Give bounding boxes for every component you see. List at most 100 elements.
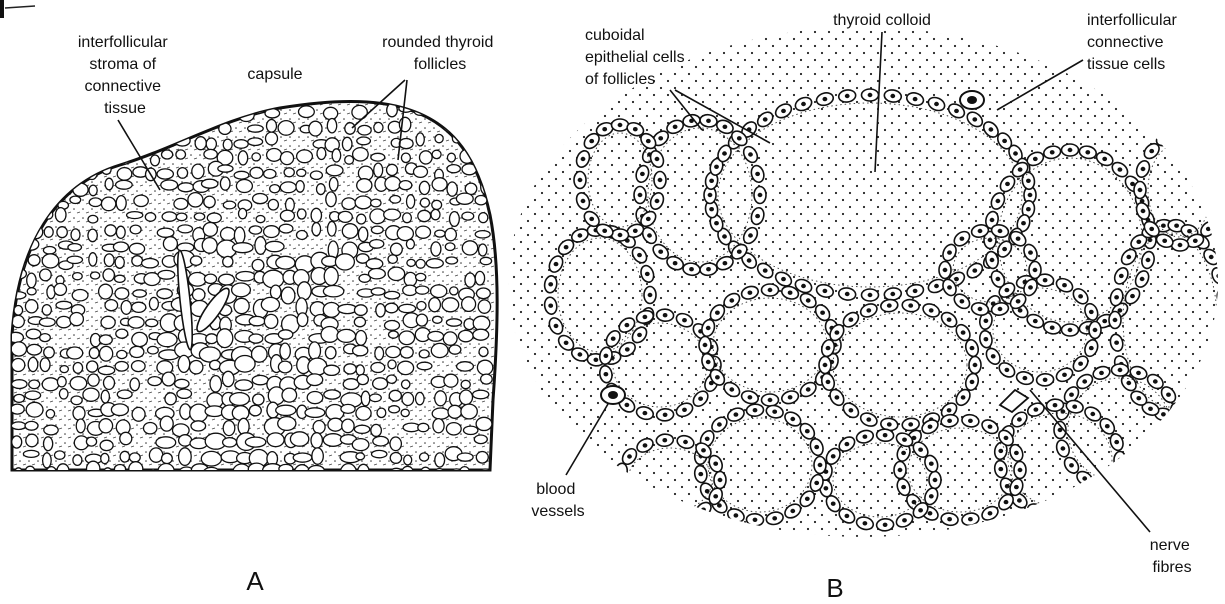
follicle <box>40 152 57 166</box>
cell-nucleus <box>1175 409 1180 413</box>
follicle <box>151 135 162 143</box>
follicle <box>371 199 381 207</box>
follicle <box>435 230 445 237</box>
cell-nucleus <box>845 442 850 446</box>
follicle <box>210 376 221 392</box>
cell-nucleus <box>1118 368 1123 372</box>
cell-nucleus <box>1209 255 1214 259</box>
cell-nucleus <box>961 395 966 399</box>
cell-nucleus <box>581 157 586 161</box>
follicle <box>267 433 284 447</box>
follicle <box>373 378 388 390</box>
follicle <box>178 225 193 233</box>
cell-nucleus <box>564 245 569 249</box>
follicle <box>202 179 218 188</box>
cell-nucleus <box>823 289 828 293</box>
cell-nucleus <box>968 517 973 521</box>
epithelial-cell <box>613 462 628 481</box>
epithelial-cell <box>1145 469 1166 489</box>
follicle <box>376 304 385 317</box>
follicle <box>42 305 51 316</box>
follicle <box>56 108 65 119</box>
follicle <box>399 304 416 312</box>
follicle <box>115 275 126 282</box>
cell-nucleus <box>701 448 706 452</box>
follicle <box>11 342 26 356</box>
follicle <box>384 209 401 220</box>
cell-nucleus <box>734 513 739 517</box>
follicle <box>236 272 255 281</box>
follicle <box>107 124 115 134</box>
epithelial-cell <box>1046 508 1064 521</box>
cell-nucleus <box>753 408 758 412</box>
cell-nucleus <box>988 425 993 429</box>
cell-nucleus <box>643 512 648 516</box>
follicle <box>388 360 396 369</box>
follicle <box>265 241 284 251</box>
cell-nucleus <box>913 289 918 293</box>
epithelial-cell <box>1097 483 1117 504</box>
corner-mark <box>5 6 35 8</box>
cell-nucleus <box>633 229 638 233</box>
follicle <box>160 416 173 431</box>
follicle <box>305 408 325 418</box>
cell-nucleus <box>1118 488 1123 492</box>
cell-nucleus <box>1002 139 1007 143</box>
cell-nucleus <box>1178 243 1183 247</box>
follicle <box>372 450 387 457</box>
cell-nucleus <box>729 298 734 302</box>
follicle <box>357 179 372 192</box>
follicle <box>264 169 276 178</box>
follicle <box>28 255 40 266</box>
follicle <box>462 120 474 128</box>
cell-nucleus <box>658 136 663 140</box>
follicle <box>204 196 215 208</box>
cell-nucleus <box>611 337 616 341</box>
follicle <box>162 453 173 463</box>
follicle <box>89 185 97 196</box>
follicle <box>86 166 97 180</box>
panel-letter-a: A <box>246 566 264 596</box>
cell-nucleus <box>1140 277 1145 281</box>
epithelial-cell <box>1174 422 1186 439</box>
cell-nucleus <box>578 178 583 182</box>
cell-nucleus <box>929 462 934 466</box>
cell-nucleus <box>581 199 586 203</box>
follicle <box>151 155 160 166</box>
follicle <box>429 298 441 312</box>
cell-nucleus <box>943 268 948 272</box>
follicle <box>250 167 263 178</box>
follicle <box>132 407 145 421</box>
cell-nucleus <box>1016 299 1021 303</box>
cell-nucleus <box>1018 167 1023 171</box>
epithelial-cell <box>1191 388 1212 408</box>
follicle <box>281 287 295 304</box>
follicle <box>101 197 115 211</box>
cell-nucleus <box>1221 295 1225 299</box>
follicle <box>44 227 53 238</box>
follicle <box>234 140 248 149</box>
follicle <box>8 332 23 342</box>
follicle <box>165 393 176 405</box>
panel-letter-b: B <box>826 573 843 603</box>
cell-nucleus <box>996 277 1001 281</box>
cell-nucleus <box>826 380 831 384</box>
follicle <box>253 394 264 405</box>
follicle <box>297 231 308 240</box>
follicle <box>358 227 367 241</box>
cell-nucleus <box>737 250 742 254</box>
cell-nucleus <box>805 497 810 501</box>
cell-nucleus <box>713 494 718 498</box>
follicle <box>73 455 82 466</box>
follicle <box>234 298 249 313</box>
follicle <box>407 259 415 266</box>
cell-nucleus <box>643 315 648 319</box>
cell-nucleus <box>898 468 903 472</box>
follicle <box>39 134 51 146</box>
follicle <box>209 107 221 116</box>
cell-nucleus <box>1016 237 1021 241</box>
follicle <box>428 331 444 341</box>
cell-nucleus <box>1215 209 1220 213</box>
cell-nucleus <box>902 438 907 442</box>
follicle <box>311 433 322 448</box>
